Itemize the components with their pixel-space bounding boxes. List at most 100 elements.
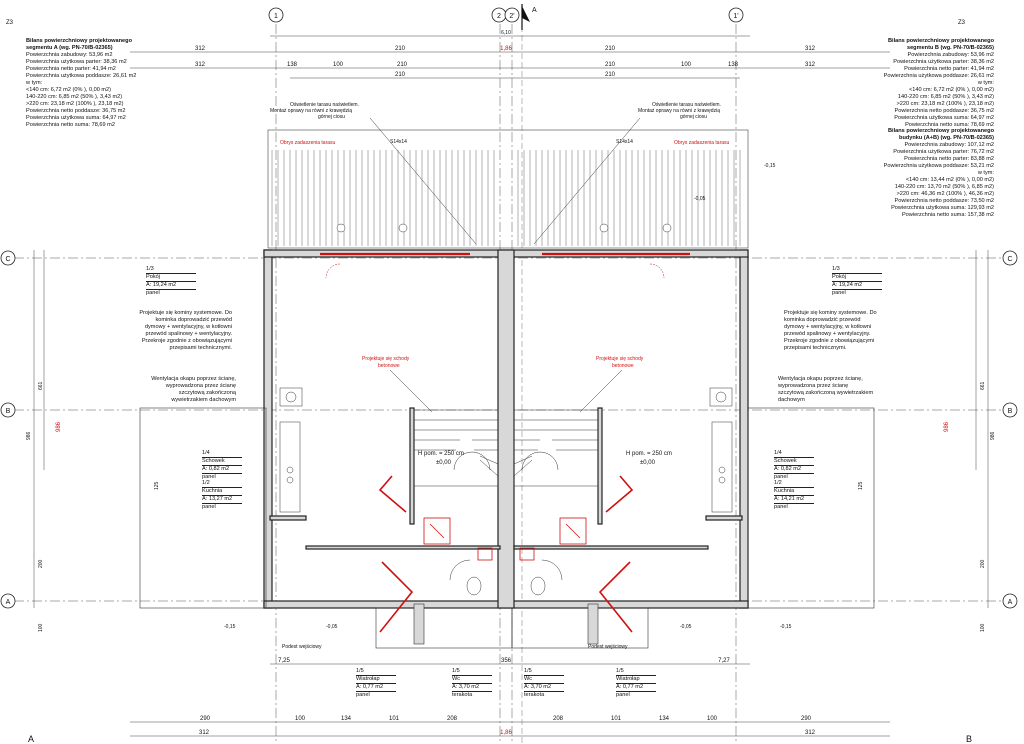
svg-text:101: 101 (611, 716, 622, 722)
area-balance-ab-line: Powierzchnia użytkowa poddasze: 53,21 m2 (883, 163, 994, 169)
room-number: 1/3 (832, 266, 840, 272)
svg-text:B: B (6, 408, 11, 415)
svg-text:210: 210 (605, 72, 616, 78)
room-height-right: H pom. = 250 cm (626, 451, 672, 457)
svg-text:C: C (5, 256, 10, 263)
door-swings (325, 263, 665, 279)
svg-text:100: 100 (38, 623, 44, 632)
axis-bubble-b-left: B (0, 402, 16, 418)
area-balance-a-line: Powierzchnia netto suma: 78,69 m2 (26, 122, 115, 128)
svg-text:986: 986 (26, 431, 32, 440)
axis-bubble-1prime: 1' (728, 7, 744, 23)
svg-text:A: A (6, 599, 11, 606)
area-balance-ab-line: 140-220 cm: 13,70 m2 (50% ), 6,85 m2) (894, 184, 994, 190)
room-name: Schowek (202, 457, 242, 465)
room-floor: panel (774, 504, 788, 510)
lighting-note-right-2: Montaż oprawy na równi z krawędzią (638, 108, 720, 114)
area-balance-segment-a: Bilans powierzchniowy projektowanego seg… (26, 38, 144, 129)
room-name: Schowek (774, 457, 814, 465)
vent-note-left: Wentylacja okapu poprzez ścianę, wyprowa… (151, 376, 236, 403)
area-balance-ab-line: Powierzchnia netto poddasze: 73,50 m2 (894, 198, 994, 204)
bottom-dimensions: 290 100 134 101 208 208 101 134 100 290 … (130, 658, 890, 737)
room-name: Kuchnia (202, 487, 242, 495)
room-number: 1/4 (202, 450, 210, 456)
room-name: Pokój (146, 273, 196, 281)
svg-text:134: 134 (659, 716, 670, 722)
svg-text:290: 290 (200, 716, 211, 722)
room-number: 1/2 (202, 480, 210, 486)
entry-landing-left: Podest wejściowy (282, 644, 322, 650)
area-balance-b-line: Powierzchnia zabudowy: 53,96 m2 (907, 52, 994, 58)
area-balance-a-line: Powierzchnia użytkowa suma: 64,97 m2 (26, 115, 126, 121)
area-balance-a-line: >220 cm: 23,18 m2 (100% ), 23,18 m2) (26, 101, 124, 107)
svg-text:B: B (1008, 408, 1013, 415)
svg-text:1': 1' (733, 13, 738, 20)
room-floor: panel (202, 474, 216, 480)
room-area: A: 0,77 m2 (356, 683, 396, 692)
area-balance-b-line: <140 cm: 6,72 m2 (0% ), 0,00 m2) (908, 87, 994, 93)
area-balance-a-line: w tym: (26, 80, 43, 86)
room-tag-wiatrolap-right: 1/5 Wiatrołap A: 0,77 m2 panel (616, 668, 656, 699)
stairs-note-right-2: betonowe (612, 363, 634, 369)
room-number: 1/5 (452, 668, 460, 674)
room-area: A: 19,24 m2 (146, 281, 196, 290)
svg-text:138: 138 (287, 62, 298, 68)
lighting-note-right-3: górnej ciosu (680, 114, 707, 120)
room-area: A: 3,70 m2 (452, 683, 492, 692)
svg-text:210: 210 (397, 62, 408, 68)
room-floor: panel (146, 290, 160, 296)
room-tag-wc-left: 1/5 Wc A: 3,70 m2 terakota (452, 668, 492, 699)
level-marker-entry-right: -0,05 (680, 624, 692, 630)
area-balance-a-line: Powierzchnia użytkowa parter: 38,36 m2 (26, 59, 127, 65)
svg-text:312: 312 (805, 730, 816, 736)
area-balance-a-line: Powierzchnia zabudowy: 53,96 m2 (26, 52, 113, 58)
stairs-note-right-1: Projektuje się schody (596, 356, 644, 362)
axis-bubble-1: 1 (268, 7, 284, 23)
svg-text:312: 312 (199, 730, 210, 736)
svg-text:125: 125 (154, 481, 160, 490)
axis-bubble-2prime: 2' (504, 7, 520, 23)
area-balance-segment-b: Bilans powierzchniowy projektowanego seg… (874, 38, 994, 129)
area-balance-building: Bilans powierzchniowy projektowanego bud… (874, 128, 994, 219)
room-floor: terakota (452, 692, 473, 698)
axis-bubble-2: 2 (491, 7, 507, 23)
room-floor: panel (356, 692, 370, 698)
room-tag-kuchnia-left: 1/2 Kuchnia A: 13,27 m2 panel (202, 480, 242, 511)
svg-text:7,27: 7,27 (718, 658, 730, 664)
room-tag-kuchnia-right: 1/2 Kuchnia A: 14,21 m2 panel (774, 480, 814, 511)
svg-text:A: A (1008, 599, 1013, 606)
area-balance-ab-title: Bilans powierzchniowy projektowanego bud… (888, 128, 994, 141)
area-balance-b-line: Powierzchnia użytkowa parter: 38,36 m2 (893, 59, 994, 65)
area-balance-a-line: Powierzchnia netto poddasze: 36,75 m2 (26, 108, 126, 114)
svg-text:C: C (1007, 256, 1012, 263)
svg-text:661: 661 (980, 381, 986, 390)
room-tag-pokoj-right: 1/3 Pokój A: 19,24 m2 panel (832, 266, 882, 297)
room-height-left: H pom. = 250 cm (418, 451, 464, 457)
area-balance-ab-line: >220 cm: 46,36 m2 (100% ), 46,36 m2) (896, 191, 994, 197)
svg-text:6,10: 6,10 (501, 30, 511, 36)
vent-note-right: Wentylacja okapu poprzez ścianę, wyprowa… (778, 376, 874, 403)
svg-text:100: 100 (707, 716, 718, 722)
level-marker-outside-right: -0,15 (780, 624, 792, 630)
area-balance-b-line: w tym: (977, 80, 994, 86)
room-area: A: 14,21 m2 (774, 495, 814, 504)
svg-text:A: A (532, 7, 537, 14)
axis-bubble-a-left: A (0, 593, 16, 609)
room-area: A: 0,82 m2 (774, 465, 814, 474)
level-marker-outside-left: -0,15 (224, 624, 236, 630)
svg-text:661: 661 (38, 381, 44, 390)
section-mark-bottom-left: A (28, 734, 34, 744)
room-tag-schowek-left: 1/4 Schowek A: 0,82 m2 panel (202, 450, 242, 481)
room-number: 1/5 (616, 668, 624, 674)
lighting-note-right-1: Oświetlenie tarasu naświetlem. (652, 102, 721, 108)
room-tag-wiatrolap-left: 1/5 Wiatrołap A: 0,77 m2 panel (356, 668, 396, 699)
svg-text:100: 100 (295, 716, 306, 722)
svg-text:312: 312 (805, 62, 816, 68)
terrace-columns (336, 223, 672, 233)
area-balance-b-line: Powierzchnia netto suma: 78,69 m2 (905, 122, 994, 128)
roof-beam-label-right: S14x14 (616, 139, 633, 145)
top-dimensions: 312 210 1,86 210 312 312 138 100 210 210… (130, 30, 890, 79)
svg-text:2: 2 (497, 13, 501, 20)
area-balance-b-line: Powierzchnia netto parter: 41,94 m2 (904, 66, 994, 72)
svg-text:312: 312 (805, 46, 816, 52)
